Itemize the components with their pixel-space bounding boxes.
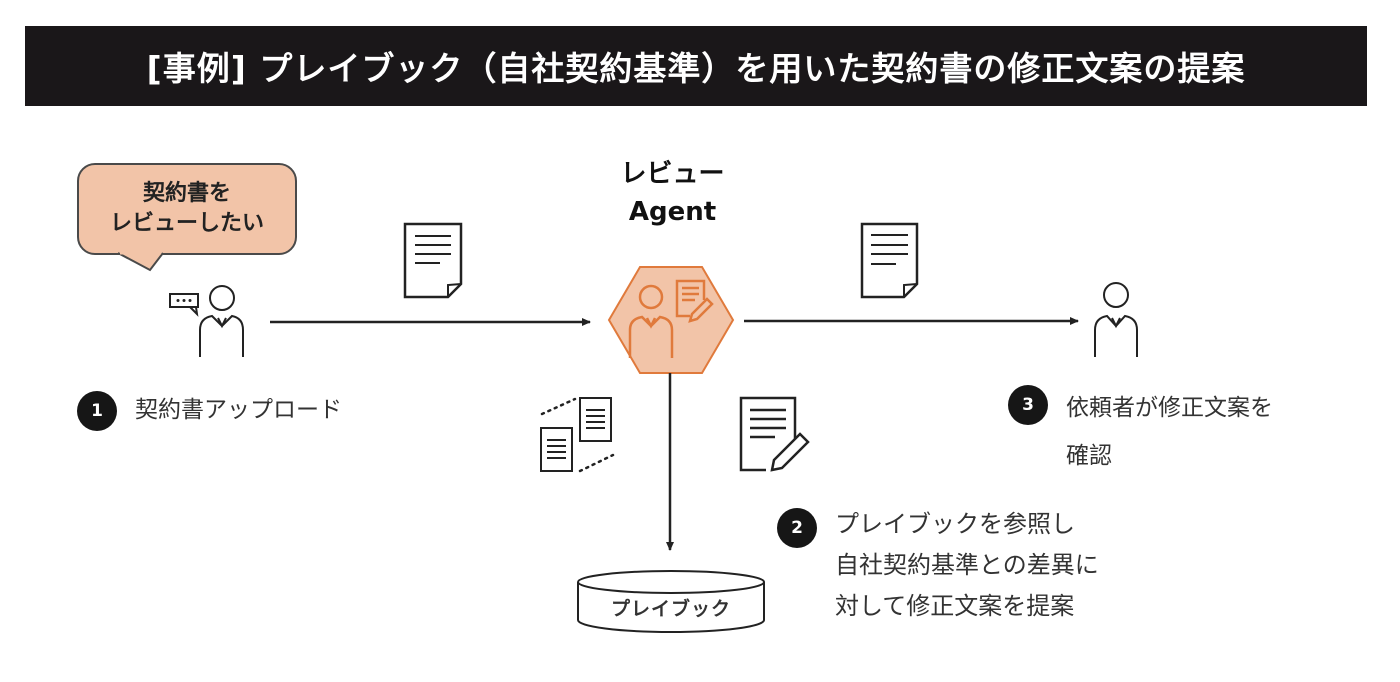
step-number-badge: 2: [777, 508, 817, 548]
step-number-badge: 3: [1008, 385, 1048, 425]
document-icon: [860, 222, 919, 299]
step-text-line: 対して修正文案を提案: [835, 592, 1075, 620]
playbook-database-icon: [577, 570, 765, 633]
agent-person-icon: [628, 284, 674, 358]
reviewer-person-icon: [1094, 282, 1138, 357]
compare-documents-icon: [540, 397, 615, 473]
step-text-line: 依頼者が修正文案を: [1066, 395, 1273, 421]
requester-person-icon: [199, 285, 244, 357]
step-2: 2 プレイブックを参照し 自社契約基準との差異に 対して修正文案を提案: [777, 508, 1099, 627]
chat-icon: [169, 293, 199, 317]
speech-bubble: 契約書を レビューしたい: [77, 163, 297, 255]
page-title: [事例] プレイブック（自社契約基準）を用いた契約書の修正文案の提案: [146, 49, 1246, 88]
step-text-line: 自社契約基準との差異に: [835, 551, 1099, 579]
agent-document-edit-icon: [675, 279, 714, 323]
document-edit-icon: [739, 396, 810, 472]
speech-bubble-line: レビューしたい: [109, 211, 264, 236]
step-number-badge: 1: [77, 391, 117, 431]
step-1: 1 契約書アップロード: [77, 391, 342, 431]
bubble-tail: [117, 251, 164, 272]
title-banner: [事例] プレイブック（自社契約基準）を用いた契約書の修正文案の提案: [25, 26, 1367, 106]
agent-title: レビュー Agent: [600, 155, 745, 231]
step-text-line: 確認: [1066, 443, 1112, 469]
playbook-label: プレイブック: [610, 598, 731, 620]
step-text-line: 契約書アップロード: [135, 397, 342, 423]
review-agent-hexagon: [607, 266, 735, 374]
step-text-line: プレイブックを参照し: [835, 510, 1075, 538]
agent-title-line: Agent: [628, 197, 717, 227]
document-icon: [403, 222, 463, 299]
speech-bubble-line: 契約書を: [142, 181, 231, 206]
agent-title-line: レビュー: [620, 159, 725, 189]
step-3: 3 依頼者が修正文案を 確認: [1008, 385, 1273, 480]
